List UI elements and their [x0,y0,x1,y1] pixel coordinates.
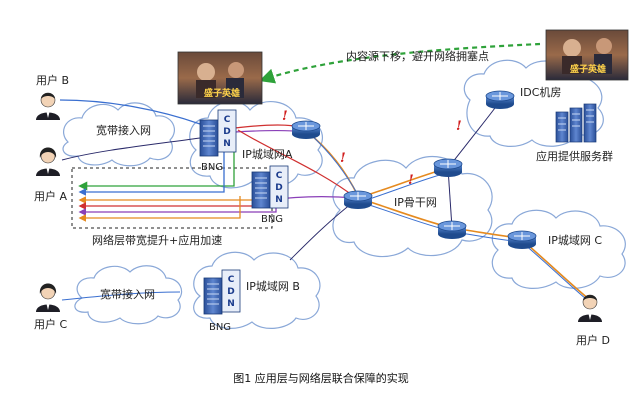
router-metro-a [291,120,321,139]
label-idc: IDC机房 [520,85,561,99]
figure-caption: 图1 应用层与网络层联合保障的实现 [233,371,409,385]
cdn-letter: D [223,127,230,137]
congestion-mark: ! [282,109,288,124]
cloud-access-net-2 [74,265,183,325]
cdn-letter: C [276,171,283,181]
router-backbone-left [343,190,373,209]
link-user-b [59,99,201,125]
avatar-user-d [578,294,602,322]
cdn-letter: C [228,275,235,285]
avatar-user-c [36,283,60,312]
label-metro-b: IP城域网 B [246,280,300,293]
cloud-metro-c [491,209,626,289]
link-user-a [61,137,201,161]
cdn-letter: N [223,139,231,149]
app-server-group [555,103,597,143]
label-bandwidth-acceleration: 网络层带宽提升+应用加速 [92,233,222,247]
congestion-mark: ! [340,151,346,166]
label-user-c: 用户 C [34,317,67,331]
bng-cdn-1 [199,109,237,157]
avatar-user-b [36,92,60,120]
poster-title-right: 盛子英雄 [570,63,606,75]
router-backbone-bottom [437,220,467,239]
content-poster-left [177,51,263,105]
label-user-a: 用户 A [34,189,67,203]
label-user-d: 用户 D [576,333,610,347]
bng-cdn-2 [251,165,289,209]
congestion-mark: ! [408,173,414,188]
label-access-net-2: 宽带接入网 [100,287,155,301]
bng-label-2: BNG [261,214,283,225]
label-user-b: 用户 B [36,73,69,87]
congestion-mark: ! [456,119,462,134]
link-user-c [61,291,181,301]
bng-cdn-3 [203,269,241,315]
cdn-letter: D [275,183,282,193]
cdn-letter: N [275,195,283,205]
content-poster-right [545,29,629,81]
label-metro-a: IP城域网A [242,148,293,161]
avatar-user-a [36,147,60,176]
bng-label-1: BNG [201,162,223,173]
router-backbone-top [433,158,463,177]
link-mid-lower [447,167,453,229]
cloud-access-net-1 [62,102,175,167]
cdn-letter: D [227,287,234,297]
router-idc [485,90,515,109]
poster-title-left: 盛子英雄 [204,87,240,99]
cdn-letter: N [227,299,235,309]
cdn-letter: C [224,115,231,125]
cloud-idc [463,59,604,147]
label-app-servers: 应用提供服务群 [536,149,613,163]
router-metro-c [507,230,537,249]
label-metro-c: IP城域网 C [548,234,602,247]
label-access-net-1: 宽带接入网 [96,123,151,137]
label-content-move: 内容源下移，避开网络拥塞点 [346,49,489,63]
label-backbone: IP骨干网 [394,196,437,209]
bng-label-3: BNG [209,322,231,333]
